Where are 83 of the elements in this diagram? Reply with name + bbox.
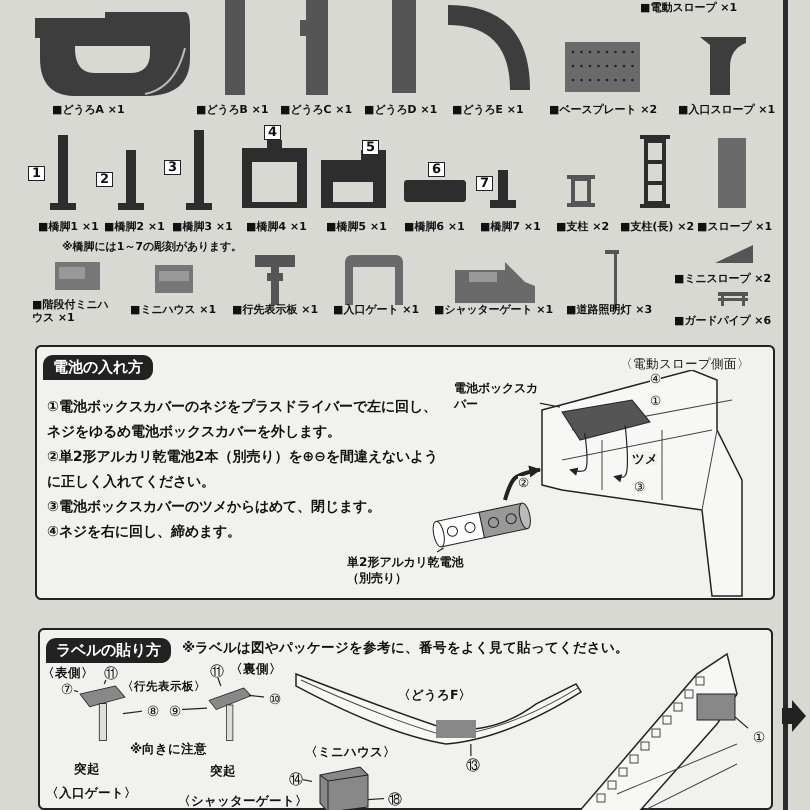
part-label: ■入口ゲート ×1 bbox=[333, 303, 420, 316]
part-label: ■ミニハウス ×1 bbox=[130, 303, 216, 316]
callout-number: 1 bbox=[28, 166, 46, 181]
leader-line bbox=[368, 798, 384, 800]
note-text: ※橋脚には1～7の彫刻があります。 bbox=[62, 240, 242, 253]
part-label: ツメ bbox=[632, 452, 658, 465]
instruction-step: ①電池ボックスカバーのネジをプラスドライバーで左に回し、ネジをゆるめ電池ボックスカバーを外します。 bbox=[47, 395, 447, 445]
battery-cover-drawing bbox=[562, 400, 650, 440]
part-label: ■スロープ ×1 bbox=[697, 220, 772, 233]
callout-number: ⑪ bbox=[208, 664, 226, 680]
instruction-step: ③電池ボックスカバーのツメからはめて、閉じます。 bbox=[47, 495, 447, 520]
leader-line bbox=[436, 547, 444, 553]
part-label: ■道路照明灯 ×3 bbox=[566, 303, 652, 316]
motorized-slope-drawing bbox=[542, 370, 742, 596]
part-label: ■どうろB ×1 bbox=[196, 103, 268, 116]
part-label: ■シャッターゲート ×1 bbox=[434, 303, 554, 316]
part-label: ■ガードパイプ ×6 bbox=[674, 314, 772, 327]
callout-number: 7 bbox=[476, 176, 494, 191]
part-label: ■橋脚6 ×1 bbox=[404, 220, 465, 233]
callout-number: ④ bbox=[650, 372, 662, 385]
part-label: ■階段付ミニハウス ×1 bbox=[32, 298, 110, 324]
arrow bbox=[613, 425, 628, 482]
callout-number: 4 bbox=[264, 125, 282, 140]
callout-number: ⑩ bbox=[266, 692, 284, 708]
section-heading: ラベルの貼り方 bbox=[46, 638, 171, 663]
callout-number: 6 bbox=[428, 162, 446, 177]
part-label: ■どうろE ×1 bbox=[452, 103, 524, 116]
leader-line bbox=[122, 710, 142, 714]
part-label: 突起 bbox=[210, 764, 236, 777]
part-label: ■電動スロープ ×1 bbox=[640, 1, 738, 14]
part-label: ■ベースプレート ×2 bbox=[549, 103, 658, 116]
leader-line bbox=[302, 779, 312, 782]
sign-board-drawing bbox=[209, 688, 251, 742]
instruction-panel bbox=[38, 628, 773, 810]
leader-line bbox=[217, 678, 222, 686]
part-label: ■橋脚5 ×1 bbox=[326, 220, 387, 233]
part-label: ■行先表示板 ×1 bbox=[232, 303, 318, 316]
instruction-step: ④ネジを右に回し、締めます。 bbox=[47, 520, 447, 545]
part-label: ■橋脚3 ×1 bbox=[172, 220, 233, 233]
part-label: ■橋脚7 ×1 bbox=[480, 220, 541, 233]
callout-number: 5 bbox=[362, 140, 380, 155]
leader-line bbox=[248, 694, 264, 698]
arrow bbox=[503, 466, 542, 501]
leader-line bbox=[470, 744, 472, 756]
part-label: ■どうろC ×1 bbox=[280, 103, 352, 116]
callout-number: ② bbox=[518, 476, 530, 489]
part-label: ■どうろA ×1 bbox=[52, 103, 125, 116]
part-label: 突起 bbox=[74, 762, 100, 775]
part-label: ■どうろD ×1 bbox=[364, 103, 438, 116]
callout-number: ① bbox=[750, 730, 768, 746]
callout-text: 電池ボックスカバー bbox=[454, 380, 542, 414]
part-label: ■ミニスロープ ×2 bbox=[674, 272, 772, 285]
leader-line bbox=[104, 680, 106, 684]
battery-drawing bbox=[432, 502, 532, 550]
part-label: ■支柱 ×2 bbox=[556, 220, 610, 233]
callout-number: 2 bbox=[96, 172, 114, 187]
callout-number: ⑨ bbox=[166, 704, 184, 720]
note-text: ※向きに注意 bbox=[130, 742, 208, 755]
callout-number: 3 bbox=[164, 160, 182, 175]
sign-board-drawing bbox=[80, 686, 125, 742]
part-label: ■橋脚1 ×1 bbox=[38, 220, 99, 233]
instruction-panel bbox=[35, 345, 775, 600]
callout-number: ⑭ bbox=[287, 772, 305, 788]
leader-line bbox=[74, 690, 78, 692]
leader-line bbox=[540, 402, 560, 408]
part-label: ■橋脚2 ×1 bbox=[104, 220, 165, 233]
instruction-step: ②単2形アルカリ乾電池2本（別売り）を⊕⊖を間違えないように正しく入れてください。 bbox=[47, 445, 447, 495]
arrow bbox=[569, 432, 588, 476]
part-label: ■支柱(長) ×2 bbox=[620, 220, 694, 233]
callout-number: ⑧ bbox=[144, 704, 162, 720]
part-label: ■入口スロープ ×1 bbox=[678, 103, 776, 116]
callout-text: 単2形アルカリ乾電池 （別売り） bbox=[347, 554, 472, 590]
part-label: ■橋脚4 ×1 bbox=[246, 220, 307, 233]
callout-number: ⑪ bbox=[102, 666, 120, 682]
leader-line bbox=[182, 708, 208, 710]
callout-number: ③ bbox=[634, 480, 646, 493]
note-text: ※ラベルは図やパッケージを参考に、番号をよく見て貼ってください。 bbox=[182, 640, 630, 656]
callout-number: ⑦ bbox=[58, 682, 76, 698]
callout-number: ⑬ bbox=[464, 758, 482, 774]
leader-line bbox=[734, 716, 748, 729]
callout-number: ⑱ bbox=[386, 792, 404, 808]
section-heading: 電池の入れ方 bbox=[43, 355, 153, 380]
callout-number: ① bbox=[650, 394, 662, 407]
